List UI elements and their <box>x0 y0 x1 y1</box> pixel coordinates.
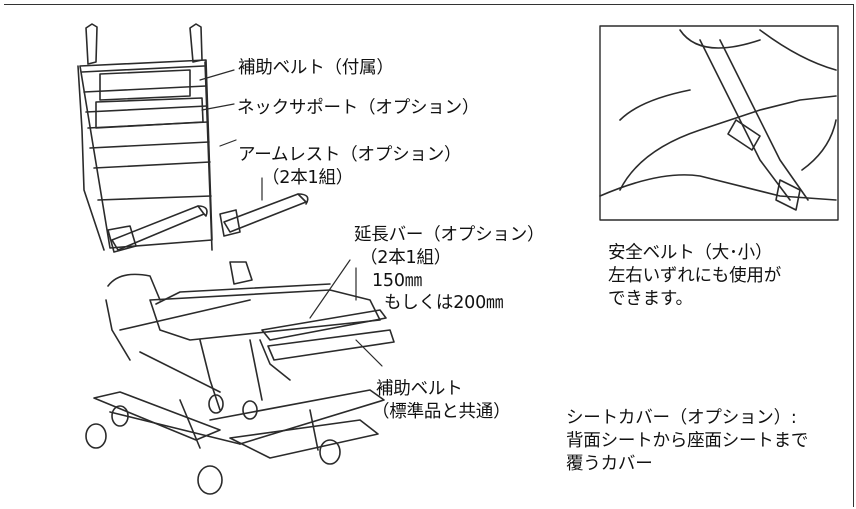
leader-lines <box>199 69 383 367</box>
label-armrest: アームレスト（オプション） <box>238 145 462 165</box>
label-assist-belt-standard-2: （標準品と共通） <box>372 402 511 422</box>
label-safety-belt-2: 左右いずれにも使用が <box>608 266 781 286</box>
label-extension-bar-set: （2本1組） <box>360 248 452 268</box>
figure-frame <box>4 4 854 507</box>
label-seat-cover-1: シートカバー（オプション）: <box>566 408 797 428</box>
extension-bar <box>259 309 395 381</box>
label-assist-belt-standard-1: 補助ベルト <box>376 379 463 399</box>
label-extension-bar: 延長バー（オプション） <box>354 225 545 245</box>
backrest <box>77 23 213 251</box>
label-neck-support: ネックサポート（オプション） <box>237 98 480 118</box>
assist-belt-top <box>95 69 204 129</box>
label-armrest-set: （2本1組） <box>262 168 354 188</box>
frame-base <box>93 273 385 459</box>
casters <box>85 394 341 495</box>
label-seat-cover-2: 背面シートから座面シートまで <box>566 431 809 451</box>
label-safety-belt-1: 安全ベルト（大･小） <box>608 243 773 263</box>
seat <box>149 261 381 341</box>
label-extension-bar-size1: 150㎜ <box>372 271 423 291</box>
label-extension-bar-size2: もしくは200㎜ <box>384 293 504 313</box>
label-seat-cover-3: 覆うカバー <box>566 454 653 474</box>
label-assist-belt-included: 補助ベルト（付属） <box>238 58 394 78</box>
label-safety-belt-3: できます。 <box>608 289 693 309</box>
armrest-pair <box>107 193 309 253</box>
safety-belt-inset <box>599 25 839 221</box>
